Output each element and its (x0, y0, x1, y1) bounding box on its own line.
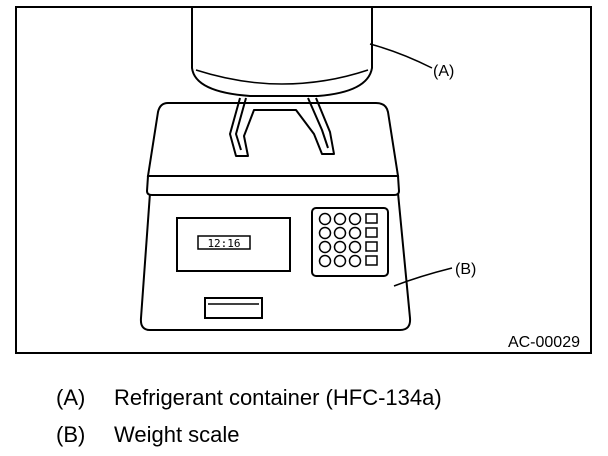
scale-slot (204, 297, 263, 319)
scale-platform-edge (145, 175, 401, 196)
scale-display-time: 12:16 (207, 237, 240, 250)
callout-b-label: (B) (455, 261, 476, 278)
leader-line-b (393, 267, 453, 287)
figure-id-label: AC-00029 (508, 334, 580, 351)
legend-key-b: (B) (56, 422, 86, 447)
legend-key-a: (A) (56, 385, 86, 410)
scale-keypad (311, 207, 389, 277)
legend-text-a: Refrigerant container (HFC-134a) (114, 385, 442, 410)
scale-display-window (197, 235, 251, 250)
callout-a-label: (A) (433, 63, 454, 80)
leader-line-a (369, 43, 433, 69)
scale-platform (146, 102, 400, 177)
refrigerant-container (191, 8, 373, 97)
container-stand (229, 97, 335, 157)
legend-item-a: (A) Refrigerant container (HFC-134a) (56, 385, 442, 411)
legend-text-b: Weight scale (114, 422, 240, 447)
legend-item-b: (B) Weight scale (56, 422, 240, 448)
